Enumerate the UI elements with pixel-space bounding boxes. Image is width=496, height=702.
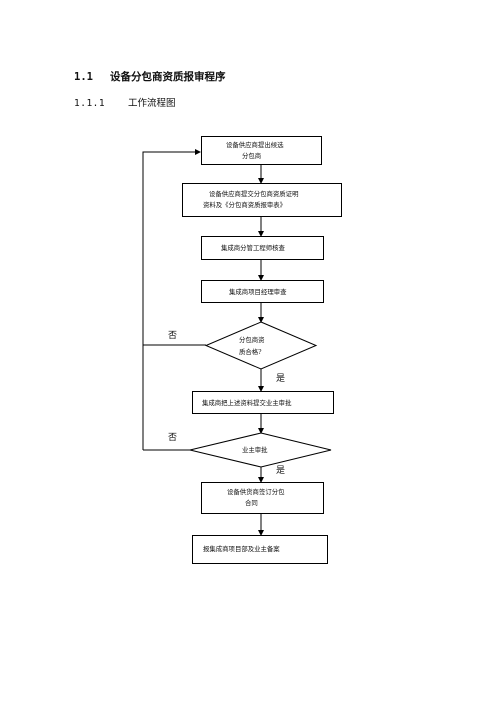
decision2-label: 业主审批 xyxy=(242,446,268,454)
decision1-diamond xyxy=(204,321,318,370)
step-file-record: 报集成商项目部及业主备案 xyxy=(192,535,328,564)
subsection-title: 工作流程图 xyxy=(128,98,176,109)
step-engineer-check: 集成商分管工程师核查 xyxy=(201,236,324,260)
section-heading: 1.1 设备分包商资质报审程序 xyxy=(74,69,226,84)
decision1-no-label: 否 xyxy=(168,331,178,341)
decision1-label: 分包商资 质合格? xyxy=(239,336,265,356)
decision2-yes-label: 是 xyxy=(276,466,286,476)
step-submit-qualification: 设备供应商提交分包商资质证明 资料及《分包商资质报审表》 xyxy=(182,183,342,217)
decision2-no-label: 否 xyxy=(168,433,178,443)
decision2-diamond xyxy=(189,432,332,468)
step-propose-subcontractor: 设备供应商提出候选 分包商 xyxy=(201,136,322,165)
step-sign-contract: 设备供货商签订分包 合同 xyxy=(201,482,324,514)
decision1-yes-label: 是 xyxy=(276,374,286,384)
loop-no-decision1 xyxy=(142,149,206,346)
section-title: 设备分包商资质报审程序 xyxy=(110,71,226,83)
step-manager-review: 集成商项目经理审查 xyxy=(201,280,324,303)
subsection-number: 1.1.1 xyxy=(74,98,106,109)
subsection-heading: 1.1.1 工作流程图 xyxy=(74,95,176,109)
section-number: 1.1 xyxy=(74,71,93,83)
step-submit-to-owner: 集成商把上述资料提交业主审批 xyxy=(192,391,334,414)
